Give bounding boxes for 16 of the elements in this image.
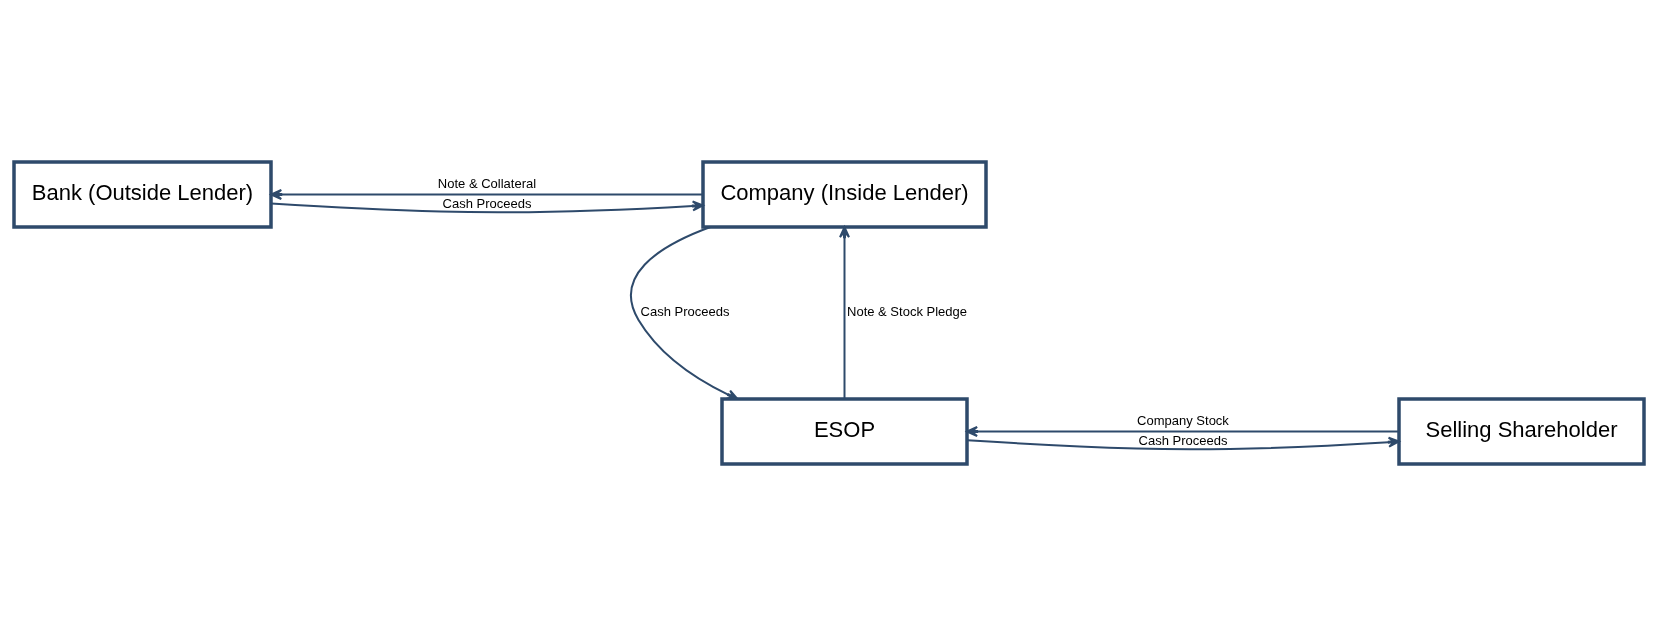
edge-label: Cash Proceeds — [442, 195, 532, 211]
arrow — [966, 436, 1400, 451]
edge-label: Note & Collateral — [437, 175, 537, 191]
arrow — [630, 226, 739, 400]
arrow — [966, 426, 1400, 437]
node-box: Company (Inside Lender) — [701, 160, 988, 229]
edge-label: Cash Proceeds — [640, 304, 730, 320]
edge-label: Note & Stock Pledge — [847, 304, 967, 320]
node-box: Bank (Outside Lender) — [12, 160, 273, 229]
arrow — [270, 200, 704, 214]
node-box: Selling Shareholder — [1397, 397, 1646, 466]
edge-label: Company Stock — [1137, 412, 1229, 428]
arrow — [839, 226, 850, 400]
edge-label: Cash Proceeds — [1138, 432, 1228, 448]
node-box: ESOP — [720, 397, 969, 466]
arrow — [270, 189, 704, 200]
